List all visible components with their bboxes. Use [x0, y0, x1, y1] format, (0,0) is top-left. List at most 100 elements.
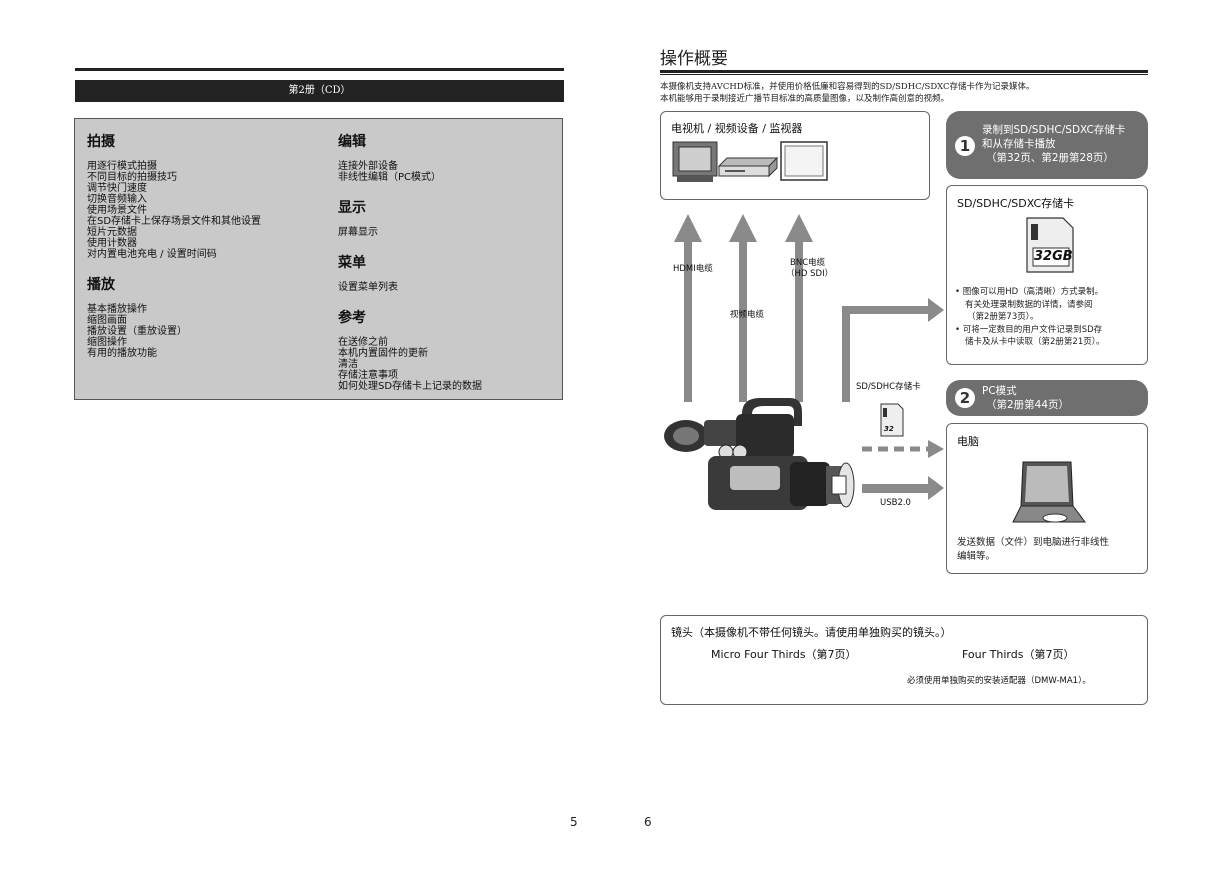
title-rule	[660, 70, 1148, 73]
mode2-badge: 2 PC模式 （第2册第44页）	[946, 380, 1148, 416]
sd-path-arrow	[842, 298, 944, 402]
sd-note-line: • 图像可以用HD（高清晰）方式录制。	[955, 287, 1104, 297]
sd-notes: • 图像可以用HD（高清晰）方式录制。 有关处理录制数据的详情，请参阅 （第2册…	[955, 286, 1104, 349]
toc-item[interactable]: 使用计数器	[87, 238, 137, 249]
monitor-icon	[780, 141, 828, 181]
tv-devices-box: 电视机 / 视频设备 / 监视器	[660, 111, 930, 200]
video-cable-label: 视频电缆	[730, 310, 765, 320]
mode1-line: （第32页、第2册第28页）	[986, 152, 1114, 164]
toc-item[interactable]: 不同目标的拍摄技巧	[87, 172, 177, 183]
upward-arrows	[674, 214, 813, 402]
page-number-right: 6	[644, 815, 652, 829]
sd-note-line: 储卡及从卡中读取（第2册第21页）。	[965, 337, 1105, 347]
sd-note-line: 有关处理录制数据的详情，请参阅	[965, 299, 1093, 310]
toc-item[interactable]: 使用场景文件	[87, 205, 147, 216]
lens-micro-four-thirds: Micro Four Thirds（第7页）	[711, 648, 857, 661]
usb-label: USB2.0	[880, 498, 911, 508]
toc-item[interactable]: 缩图操作	[87, 337, 127, 348]
pc-desc-line: 编辑等。	[957, 551, 996, 562]
tv-box-title: 电视机 / 视频设备 / 监视器	[671, 122, 803, 135]
pc-description: 发送数据（文件）到电脑进行非线性 编辑等。	[957, 536, 1109, 564]
section-list: 设置菜单列表	[338, 282, 482, 293]
toc-item[interactable]: 基本播放操作	[87, 304, 147, 315]
mode1-badge: 1 录制到SD/SDHC/SDXC存储卡 和从存储卡播放 （第32页、第2册第2…	[946, 111, 1148, 179]
pc-box: 电脑 发送数据（文件）到电脑进行非线性 编辑等。	[946, 423, 1148, 574]
toc-item[interactable]: 切换音频输入	[87, 194, 147, 205]
intro-text: 本摄像机支持AVCHD标准，并使用价格低廉和容易得到的SD/SDHC/SDXC存…	[660, 81, 1150, 105]
hdmi-cable-arrow-shaft	[684, 240, 692, 402]
toc-item[interactable]: 短片元数据	[87, 227, 137, 238]
sd-box-title: SD/SDHC/SDXC存储卡	[957, 197, 1075, 210]
toc-item[interactable]: 对内置电池充电 / 设置时间码	[87, 249, 217, 260]
toc-item[interactable]: 缩图画面	[87, 315, 127, 326]
sd-card-icon	[1026, 217, 1074, 273]
bnc-cable-arrow-shaft	[795, 240, 803, 402]
toc-item[interactable]: 用逐行模式拍摄	[87, 161, 157, 172]
volume-header: 第2册（CD）	[75, 80, 564, 102]
page-title: 操作概要	[660, 49, 728, 69]
toc-item[interactable]: 存储注意事项	[338, 370, 398, 381]
mode1-line: 录制到SD/SDHC/SDXC存储卡	[982, 124, 1126, 136]
lens-adapter-note: 必须使用单独购买的安装适配器（DMW-MA1）。	[907, 676, 1091, 686]
hdmi-cable-label: HDMI电缆	[673, 264, 713, 274]
section-title: 播放	[87, 277, 115, 293]
mode1-line: 和从存储卡播放	[982, 138, 1056, 150]
intro-line: 本摄像机支持AVCHD标准，并使用价格低廉和容易得到的SD/SDHC/SDXC存…	[660, 82, 1035, 92]
video-deck-icon	[717, 156, 779, 178]
laptop-icon	[1012, 461, 1086, 523]
toc-item[interactable]: 在SD存储卡上保存场景文件和其他设置	[87, 216, 262, 227]
svg-text:32: 32	[884, 425, 894, 433]
bnc-cable-sublabel: （HD SDI）	[786, 269, 834, 279]
page-number-left: 5	[570, 815, 578, 829]
sd-card-box: SD/SDHC/SDXC存储卡 32GB • 图像可以用HD（高清晰）方式录制。…	[946, 185, 1148, 365]
section-list: 基本播放操作 缩图画面 播放设置（重放设置） 缩图操作 有用的播放功能	[87, 304, 261, 359]
bnc-cable-label: BNC电缆	[790, 258, 826, 268]
section-title: 菜单	[338, 255, 366, 271]
section-list: 屏幕显示	[338, 227, 482, 238]
lens-box-title: 镜头（本摄像机不带任何镜头。请使用单独购买的镜头。）	[671, 626, 952, 639]
tv-devices-illustration	[672, 141, 828, 182]
toc-item[interactable]: 清洁	[338, 359, 358, 370]
pc-desc-line: 发送数据（文件）到电脑进行非线性	[957, 537, 1110, 548]
connection-diagram	[664, 214, 944, 510]
section-list: 用逐行模式拍摄 不同目标的拍摄技巧 调节快门速度 切换音频输入 使用场景文件 在…	[87, 161, 261, 260]
toc-item[interactable]: 调节快门速度	[87, 183, 147, 194]
lens-four-thirds: Four Thirds（第7页）	[962, 648, 1075, 661]
toc-item[interactable]: 在送修之前	[338, 337, 388, 348]
toc-item[interactable]: 本机内置固件的更新	[338, 348, 428, 359]
section-title: 参考	[338, 310, 366, 326]
section-title: 拍摄	[87, 134, 115, 150]
toc-item[interactable]: 屏幕显示	[338, 227, 378, 238]
section-list: 连接外部设备 非线性编辑（PC模式）	[338, 161, 482, 183]
mode1-number: 1	[955, 136, 975, 156]
mode2-number: 2	[955, 388, 975, 408]
toc-item[interactable]: 设置菜单列表	[338, 282, 398, 293]
mode2-line: （第2册第44页）	[986, 399, 1070, 411]
section-title: 编辑	[338, 134, 366, 150]
toc-item[interactable]: 如何处理SD存储卡上记录的数据	[338, 381, 483, 392]
title-rule-thin	[660, 74, 1148, 75]
sd-card-small-icon: 32	[880, 403, 904, 437]
toc-item[interactable]: 播放设置（重放设置）	[87, 326, 187, 337]
lens-box: 镜头（本摄像机不带任何镜头。请使用单独购买的镜头。） Micro Four Th…	[660, 615, 1148, 705]
hdmi-arrow-head	[674, 214, 702, 242]
top-rule	[75, 68, 564, 71]
pc-path-arrows	[862, 440, 944, 500]
toc-item[interactable]: 有用的播放功能	[87, 348, 157, 359]
sd-note-line: • 可将一定数目的用户文件记录到SD存	[955, 324, 1103, 335]
mode2-line: PC模式	[982, 385, 1017, 397]
sd-note-line: （第2册第73页）。	[967, 312, 1039, 322]
tv-icon	[672, 141, 718, 182]
camcorder-illustration	[664, 398, 855, 510]
sd-card-capacity: 32GB	[1034, 249, 1073, 264]
video-arrow-head	[729, 214, 757, 242]
toc-panel: 拍摄 用逐行模式拍摄 不同目标的拍摄技巧 调节快门速度 切换音频输入 使用场景文…	[74, 118, 563, 400]
toc-item[interactable]: 非线性编辑（PC模式）	[338, 172, 442, 183]
section-list: 在送修之前 本机内置固件的更新 清洁 存储注意事项 如何处理SD存储卡上记录的数…	[338, 337, 482, 392]
toc-column-left: 拍摄 用逐行模式拍摄 不同目标的拍摄技巧 调节快门速度 切换音频输入 使用场景文…	[87, 131, 261, 373]
toc-column-right: 编辑 连接外部设备 非线性编辑（PC模式） 显示 屏幕显示 菜单 设置菜单列表 …	[338, 131, 482, 406]
bnc-arrow-head	[785, 214, 813, 242]
pc-box-title: 电脑	[957, 435, 979, 448]
intro-line: 本机能够用于录制接近广播节目标准的高质量图像，以及制作高创意的视频。	[660, 94, 950, 104]
toc-item[interactable]: 连接外部设备	[338, 161, 398, 172]
